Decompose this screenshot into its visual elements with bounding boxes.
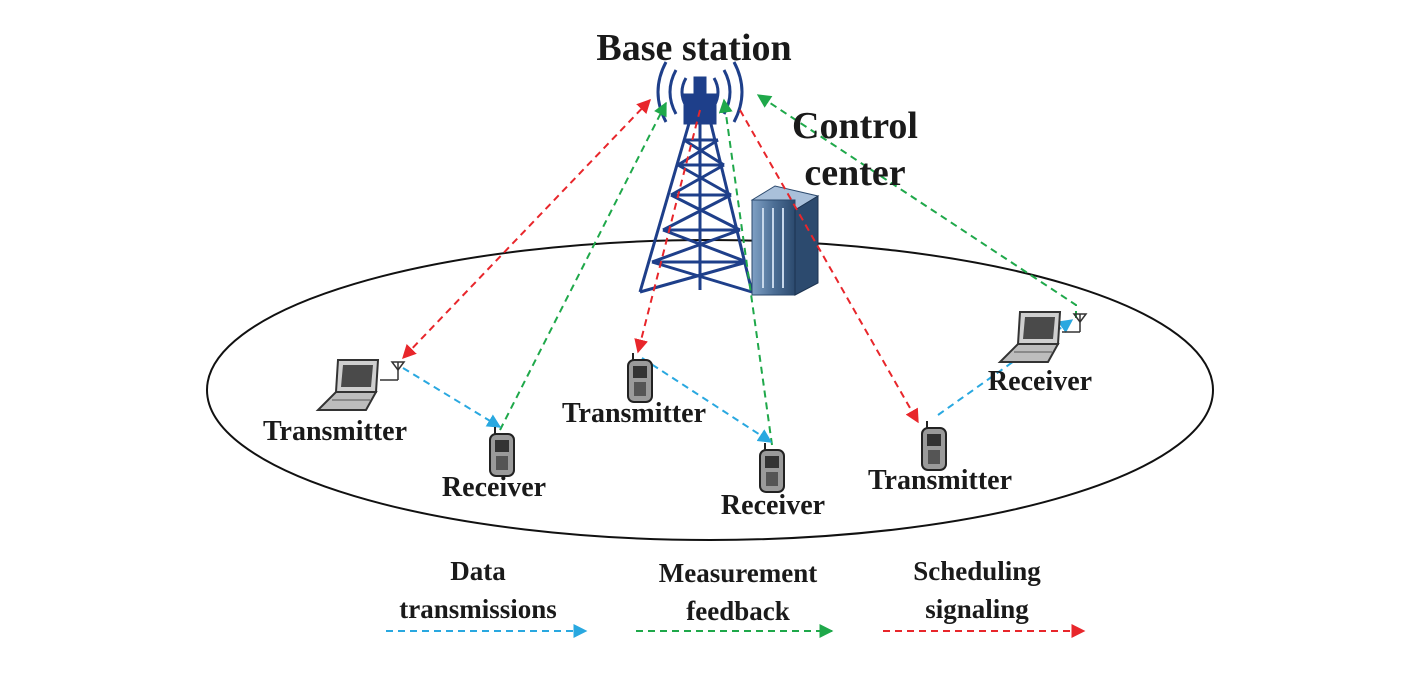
radio-tower-icon bbox=[638, 61, 754, 294]
laptop-icon bbox=[997, 311, 1088, 363]
mobile-phone-icon bbox=[489, 427, 515, 477]
legend: Data transmissions Measurement feedback … bbox=[386, 556, 1086, 638]
control-center-label-line1: Control bbox=[792, 105, 918, 147]
legend-scheduling-line2: signaling bbox=[925, 594, 1029, 624]
receiver-label-mid: Receiver bbox=[721, 490, 825, 521]
feedback-link-rx-mid bbox=[718, 98, 773, 446]
laptop-icon bbox=[315, 359, 406, 411]
legend-feedback-line2: feedback bbox=[686, 596, 790, 626]
feedback-link-rx-left bbox=[499, 101, 667, 431]
scheduling-link-tx-mid bbox=[634, 109, 701, 354]
scheduling-signaling-links bbox=[402, 98, 919, 424]
transmitter-label-right: Transmitter bbox=[868, 465, 1012, 496]
transmitter-label-left: Transmitter bbox=[263, 416, 407, 447]
legend-data-line1: Data bbox=[450, 556, 506, 586]
scheduling-link-tx-left bbox=[402, 98, 651, 360]
control-center-label-line2: center bbox=[804, 152, 905, 194]
legend-scheduling-line1: Scheduling bbox=[913, 556, 1041, 586]
mobile-phone-icon bbox=[759, 443, 785, 493]
receiver-label-left: Receiver bbox=[442, 472, 546, 503]
data-link-mid bbox=[641, 357, 773, 443]
data-link-left bbox=[402, 367, 502, 428]
transmitter-label-mid: Transmitter bbox=[562, 398, 706, 429]
base-station-label: Base station bbox=[596, 27, 791, 69]
mobile-phone-icon bbox=[921, 421, 947, 471]
legend-feedback-line1: Measurement bbox=[659, 558, 817, 588]
legend-data-line2: transmissions bbox=[399, 594, 557, 624]
data-transmission-links bbox=[402, 319, 1074, 443]
mobile-phone-icon bbox=[627, 353, 653, 403]
server-rack-icon bbox=[750, 185, 820, 296]
receiver-label-right: Receiver bbox=[988, 366, 1092, 397]
